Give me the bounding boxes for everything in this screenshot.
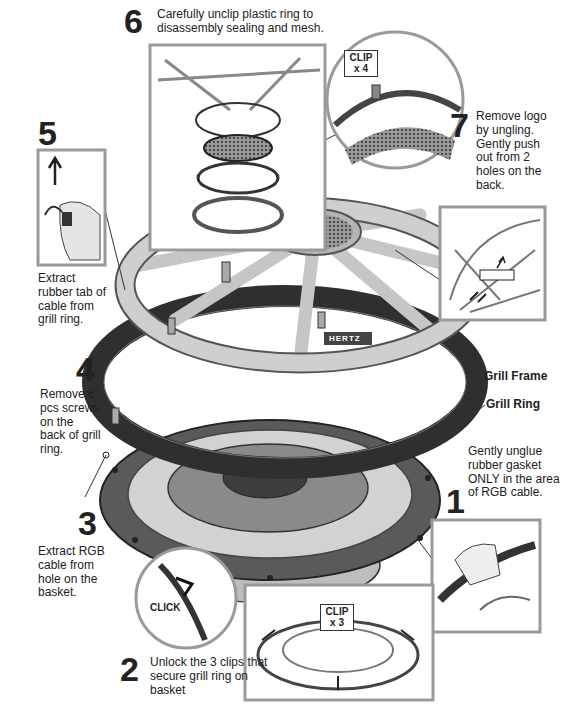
mesh-sketch	[204, 135, 272, 161]
step-number: 6	[124, 4, 143, 38]
pull-arrow	[49, 158, 61, 185]
hole	[132, 537, 138, 543]
step-instruction: Extract RGB cable from hole on the baske…	[38, 545, 118, 600]
clip-sketch	[372, 85, 380, 99]
gasket-sketch	[440, 545, 535, 600]
brand-logo: HERTZ	[329, 334, 361, 343]
inset-step-2	[136, 548, 433, 700]
hole-arrows	[470, 292, 486, 302]
leader-line	[455, 345, 483, 377]
basket-inner-sketch	[283, 628, 393, 672]
clip-count-box: CLIP x 3	[320, 604, 354, 631]
step-number: 3	[78, 506, 97, 540]
screw	[222, 262, 230, 282]
hole	[425, 475, 431, 481]
cable-sketch	[480, 597, 530, 610]
inset-step-6	[150, 45, 325, 250]
seal-sketch	[198, 163, 278, 193]
inset-step-7	[440, 207, 545, 320]
screw	[318, 312, 325, 328]
inset-step-1	[432, 520, 540, 632]
inset-box	[432, 520, 540, 632]
step-instruction: Unlock the 3 clips that secure grill rin…	[150, 656, 285, 697]
plastic-ring-sketch	[194, 198, 282, 232]
leader-line	[468, 405, 485, 418]
clip-count-box: CLIP x 4	[344, 50, 378, 77]
magnifier-step-6	[327, 32, 463, 168]
step-instruction: Gently unglue rubber gasket ONLY in the …	[468, 445, 560, 500]
click-label: CLICK	[150, 602, 181, 614]
inset-step-5	[38, 150, 105, 265]
frame-back-sketch	[450, 220, 540, 312]
click-mark	[176, 578, 192, 596]
clip-count: CLIP x 3	[322, 607, 352, 628]
hand-sketch	[455, 544, 500, 585]
leader-line	[100, 380, 112, 410]
ring-sketch	[196, 103, 280, 137]
click-circle	[136, 548, 236, 648]
hole	[267, 575, 273, 581]
push-arrow	[497, 257, 505, 268]
inset-box	[245, 585, 433, 700]
leader-line	[85, 455, 106, 497]
hole	[112, 467, 118, 473]
inset-box	[38, 150, 105, 265]
step-number: 4	[76, 352, 95, 386]
step-instruction: Remove logo by ungling. Gently push out …	[476, 110, 554, 193]
clip-arrows	[262, 630, 414, 690]
rubber-tab	[62, 212, 72, 226]
logo-slot	[480, 270, 514, 280]
mesh-sketch	[345, 127, 455, 165]
part-name: Grill Frame	[484, 370, 547, 384]
basket-sketch	[258, 621, 418, 689]
step-instruction: Carefully unclip plastic ring to disasse…	[157, 8, 339, 36]
step-number: 2	[120, 652, 139, 686]
clip-count: CLIP x 4	[346, 53, 376, 74]
inset-box	[150, 45, 325, 250]
screw	[112, 408, 119, 424]
logo-badge	[324, 332, 372, 345]
part-name: Grill Ring	[486, 398, 540, 412]
finger-sketch	[45, 207, 62, 215]
magnifier-circle	[327, 32, 463, 168]
screw	[168, 318, 175, 334]
leader-line	[395, 250, 440, 280]
inset-box	[440, 207, 545, 320]
leader-line	[105, 210, 125, 290]
clip-ring-sketch	[335, 93, 460, 125]
step-instruction: Remove 6 pcs screws on the back of grill…	[40, 388, 102, 457]
step-number: 1	[446, 484, 465, 518]
step-instruction: Extract rubber tab of cable from grill r…	[38, 272, 110, 327]
step-number: 5	[38, 116, 57, 150]
step-number: 7	[450, 108, 469, 142]
ring-part-sketch	[60, 202, 100, 260]
